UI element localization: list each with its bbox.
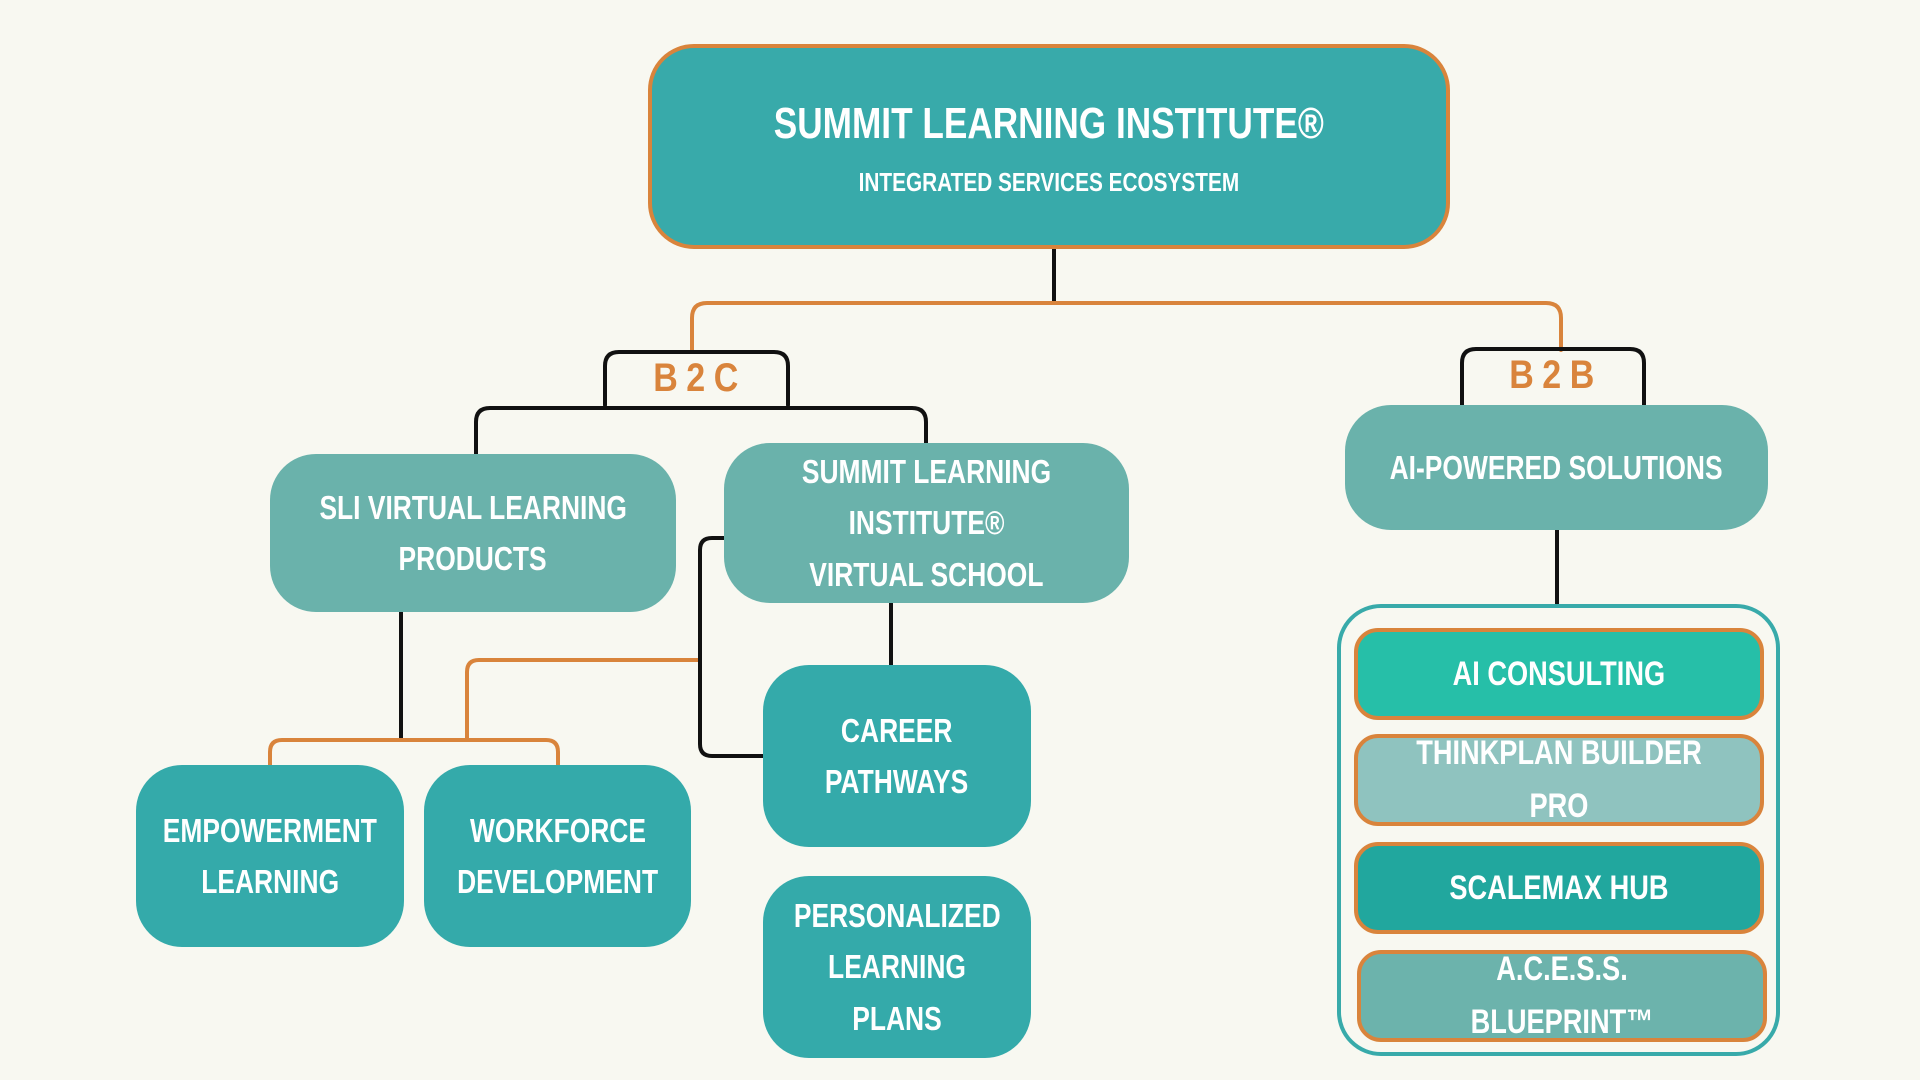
node-label: AI-POWERED SOLUTIONS — [1390, 448, 1723, 486]
node-label-line: EMPOWERMENT — [162, 811, 378, 849]
personalized-learning-plans-node: PERSONALIZED LEARNING PLANS — [763, 876, 1031, 1058]
ai-powered-solutions-node: AI-POWERED SOLUTIONS — [1345, 405, 1768, 530]
node-label-line: LEARNING PLANS — [828, 948, 966, 1037]
b2b-tag-bracket — [1460, 347, 1646, 407]
node-label-line: PERSONALIZED — [793, 897, 1001, 935]
empowerment-learning-node: EMPOWERMENT LEARNING — [136, 765, 404, 947]
b2c-tag: B2C — [653, 356, 747, 400]
node-label-line: SLI VIRTUAL LEARNING — [319, 488, 627, 526]
solution-thinkplan-builder-pro: THINKPLAN BUILDER PRO — [1354, 734, 1764, 826]
node-label-line: VIRTUAL SCHOOL — [809, 555, 1044, 593]
b2c-split-bracket — [474, 406, 928, 456]
node-label-line: PATHWAYS — [825, 763, 969, 800]
school-to-products-link — [465, 658, 700, 742]
solution-label: THINKPLAN BUILDER PRO — [1416, 734, 1702, 825]
sli-virtual-learning-products-node: SLI VIRTUAL LEARNING PRODUCTS — [270, 454, 676, 612]
products-children-bracket — [268, 738, 560, 767]
b2c-tag-bracket — [603, 350, 790, 407]
solution-label: A.C.E.S.S. BLUEPRINT™ — [1470, 950, 1654, 1041]
node-label-line: PRODUCTS — [398, 540, 548, 577]
virtual-school-node: SUMMIT LEARNING INSTITUTE® VIRTUAL SCHOO… — [724, 443, 1129, 603]
solution-ai-consulting: AI CONSULTING — [1354, 628, 1764, 720]
node-label-line: CAREER — [841, 711, 953, 749]
root-branch-bracket — [690, 301, 1563, 352]
workforce-development-node: WORKFORCE DEVELOPMENT — [424, 765, 691, 947]
school-career-bracket — [698, 536, 765, 758]
b2b-tag: B2B — [1509, 353, 1603, 397]
root-subtitle: INTEGRATED SERVICES ECOSYSTEM — [858, 166, 1240, 197]
solutions-container — [1337, 604, 1780, 1056]
node-label-line: SUMMIT LEARNING INSTITUTE® — [801, 453, 1052, 542]
node-label-line: LEARNING — [201, 863, 339, 900]
root-node: SUMMIT LEARNING INSTITUTE® INTEGRATED SE… — [648, 44, 1450, 249]
solution-label: AI CONSULTING — [1452, 654, 1666, 693]
solution-label: SCALEMAX HUB — [1449, 868, 1669, 907]
career-pathways-node: CAREER PATHWAYS — [763, 665, 1031, 847]
root-title: SUMMIT LEARNING INSTITUTE® — [774, 99, 1324, 149]
node-label-line: WORKFORCE — [469, 811, 646, 849]
node-label-line: DEVELOPMENT — [457, 863, 658, 900]
solution-acess-blueprint: A.C.E.S.S. BLUEPRINT™ — [1357, 950, 1767, 1042]
solution-scalemax-hub: SCALEMAX HUB — [1354, 842, 1764, 934]
